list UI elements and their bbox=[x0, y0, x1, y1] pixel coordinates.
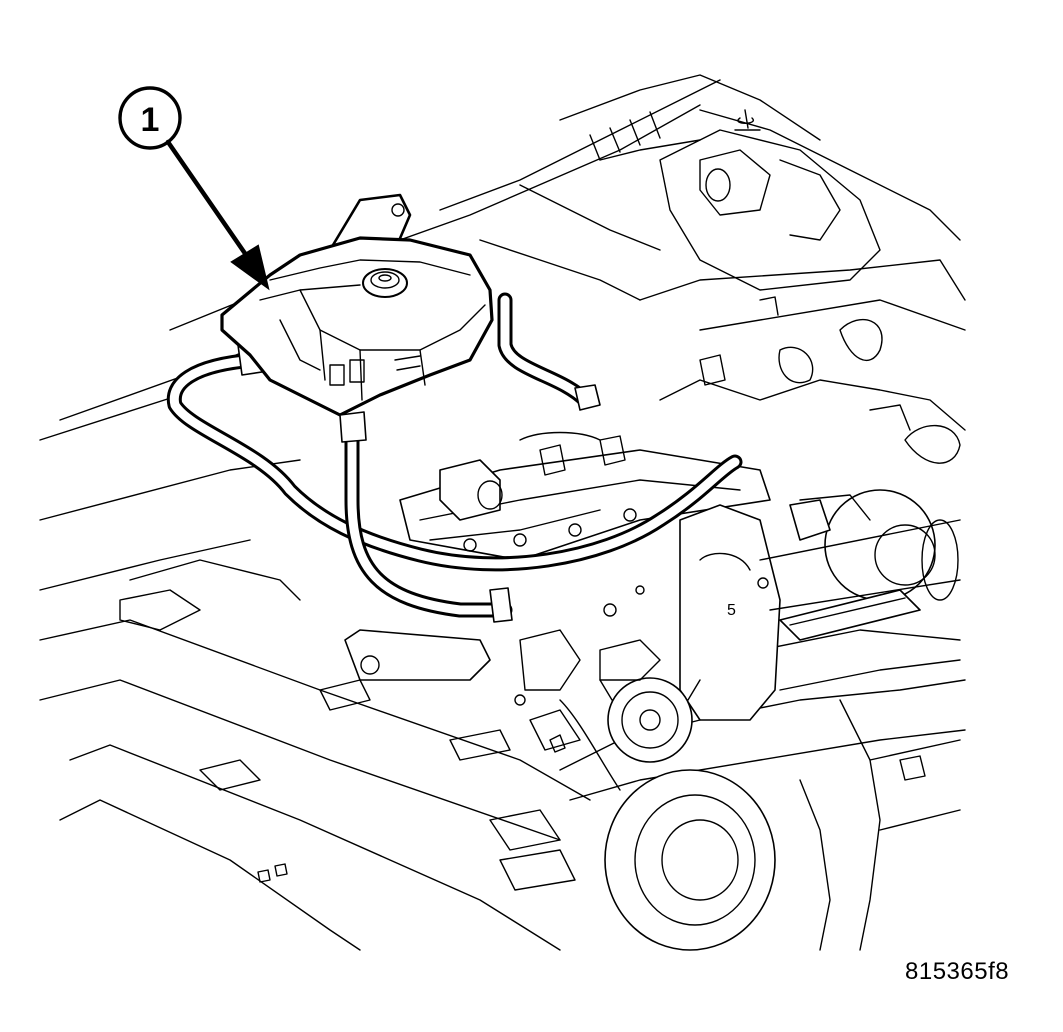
callout-1: 1 bbox=[118, 86, 270, 291]
callout-arrowhead bbox=[230, 244, 270, 291]
figure-id-label: 815365f8 bbox=[905, 958, 1010, 985]
engine-components: 5 bbox=[257, 431, 961, 951]
coolant-recovery-bottle bbox=[220, 193, 494, 443]
callout-number: 1 bbox=[141, 101, 160, 139]
svg-text:5: 5 bbox=[727, 602, 736, 619]
